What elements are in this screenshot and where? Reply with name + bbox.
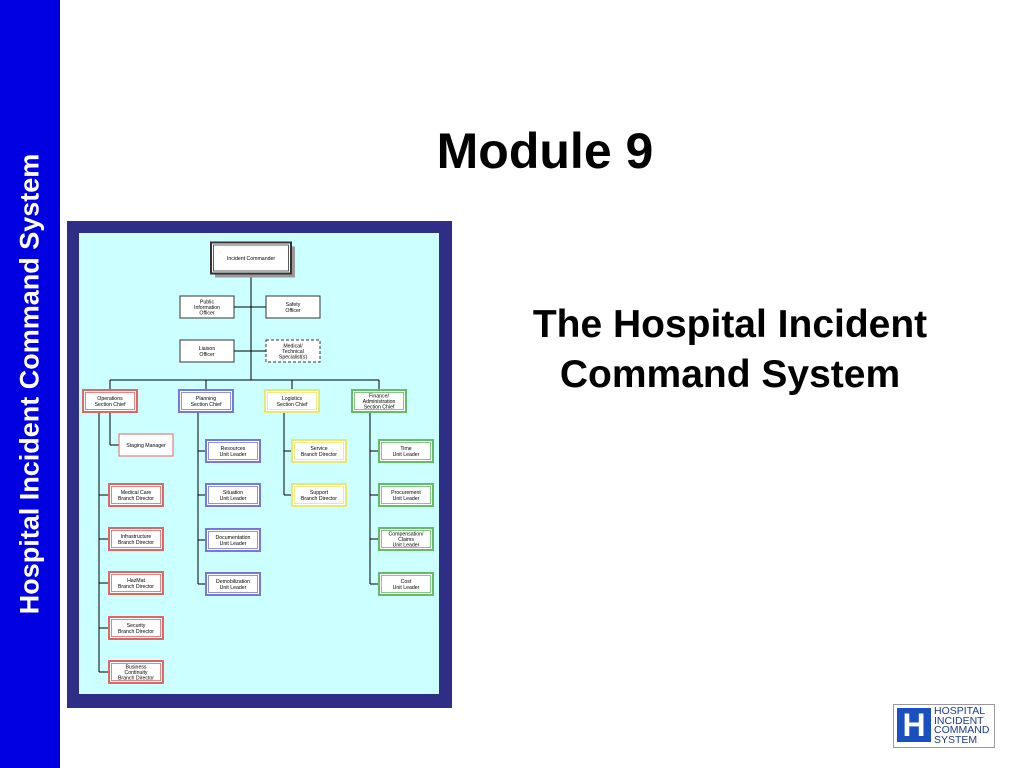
node-label-line: Cost [401, 579, 412, 585]
node-staging-manager: Staging Manager [118, 433, 174, 457]
node-label-line: Unit Leader [393, 496, 420, 502]
node-label-line: Branch Director [301, 496, 337, 502]
node-label-line: Information [194, 305, 220, 311]
org-chart: Incident CommanderPublicInformationOffic… [82, 241, 434, 684]
logo-line-1: HOSPITAL [934, 705, 986, 717]
node-label-line: Planning [196, 396, 216, 402]
logo-wordmark: HOSPITAL INCIDENT COMMAND SYSTEM [934, 705, 990, 746]
node-label-line: Public [200, 299, 215, 305]
node-incident-commander: Incident Commander [210, 241, 295, 278]
node-label-line: Technical [282, 349, 304, 355]
node-label-line: Section Chief [191, 402, 222, 408]
node-label-line: Officer [285, 308, 300, 314]
node-label-line: Branch Director [118, 540, 154, 546]
node-label-line: Situation [223, 490, 243, 496]
node-label-line: Branch Director [118, 629, 154, 635]
node-label-line: Unit Leader [393, 452, 420, 458]
node-label-line: Unit Leader [220, 541, 247, 547]
logo-line-4: SYSTEM [934, 733, 978, 746]
node-label-line: Officer [199, 352, 214, 358]
node-label-line: Officer [199, 311, 214, 317]
node-label-line: HazMat [127, 578, 145, 584]
node-label-line: Time [400, 446, 411, 452]
node-label-line: Staging Manager [126, 443, 166, 449]
logo-line-2: INCIDENT [934, 714, 984, 727]
node-label-line: Business [125, 664, 146, 670]
node-label-line: Incident Commander [227, 256, 275, 262]
node-label-line: Claims [398, 537, 414, 543]
node-label-line: Branch Director [301, 452, 337, 458]
logo-line-3: COMMAND [934, 724, 990, 737]
node-label-line: Branch Director [118, 584, 154, 590]
logo-letter: H [897, 708, 931, 742]
node-label-line: Demobilization [216, 579, 250, 585]
node-label-line: Branch Director [118, 496, 154, 502]
node-label-line: Resources [221, 446, 246, 452]
node-label-line: Finance/ [369, 393, 389, 399]
node-label-line: Safety [286, 302, 301, 308]
node-label-line: Unit Leader [220, 585, 247, 591]
sidebar-band: Hospital Incident Command System [0, 0, 60, 768]
hics-logo: H HOSPITAL INCIDENT COMMAND SYSTEM [893, 704, 995, 748]
node-label-line: Service [310, 446, 327, 452]
subtitle-line-2: Command System [559, 353, 901, 396]
node-label-line: Section Chief [277, 402, 308, 408]
node-label-line: Continuity [124, 670, 147, 676]
node-label-line: Liaison [199, 346, 216, 352]
node-label-line: Medical/ [283, 343, 303, 349]
node-label-line: Medical Care [121, 490, 152, 496]
node-label-line: Section Chief [95, 402, 126, 408]
node-label-line: Unit Leader [220, 496, 247, 502]
node-label-line: Branch Director [118, 676, 154, 682]
node-label-line: Administration [363, 399, 396, 405]
node-label-line: Specialist(s) [279, 355, 308, 361]
node-label-line: Unit Leader [393, 543, 420, 549]
node-label-line: Documentation [216, 535, 251, 541]
node-label-line: Compensation/ [389, 531, 424, 537]
node-label-line: Infrastructure [121, 534, 152, 540]
node-label-line: Support [310, 490, 329, 496]
node-label-line: Security [127, 623, 146, 629]
node-label-line: Unit Leader [220, 452, 247, 458]
node-label-line: Unit Leader [393, 585, 420, 591]
node-label-line: Operations [97, 396, 123, 402]
sidebar-vertical-title: Hospital Incident Command System [14, 153, 45, 615]
slide-title: Module 9 [436, 123, 654, 179]
node-label-line: Procurement [391, 490, 421, 496]
node-label-line: Logistics [282, 396, 303, 402]
node-label-line: Section Chief [364, 405, 395, 411]
subtitle-line-1: The Hospital Incident [532, 303, 928, 346]
slide-subtitle: The Hospital Incident Command System [470, 300, 990, 400]
